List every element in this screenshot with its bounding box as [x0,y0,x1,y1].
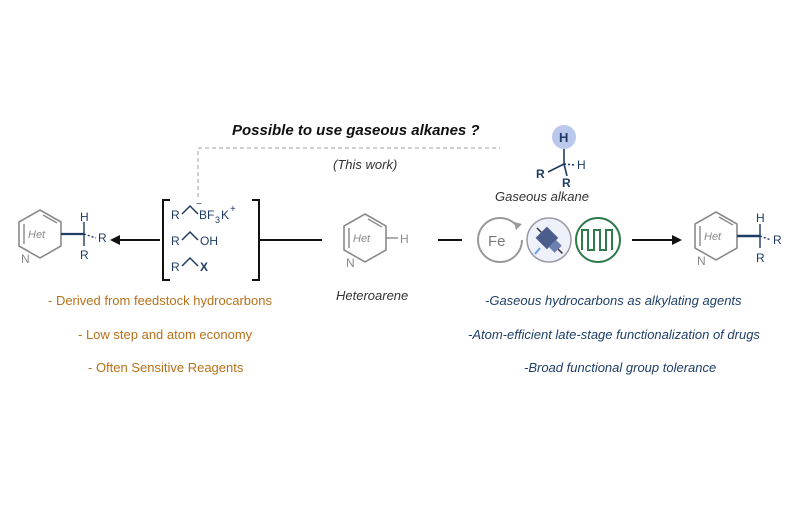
heteroarene-het-label: Het [353,233,371,245]
right-product-het-label: Het [704,231,722,243]
advantage-item: -Gaseous hydrocarbons as alkylating agen… [485,293,742,308]
drawback-item: - Derived from feedstock hydrocarbons [48,293,272,308]
alkane-h-atom: H [559,130,568,145]
heteroarene-label: Heteroarene [336,288,409,303]
heteroarene-h-atom: H [400,232,409,246]
reagent1-minus: − [196,199,202,210]
heat-wave-icon [575,217,621,263]
left-product-r2-atom: R [80,248,89,262]
left-product-het-label: Het [28,229,46,241]
left-product-h-atom: H [80,210,89,224]
alkane-r2-atom: R [562,176,571,190]
right-product-molecule [694,211,772,261]
dashed-connector [197,147,500,197]
reagent3-x: X [200,260,208,274]
scheme-title: Possible to use gaseous alkanes ? [232,122,480,139]
alkane-r1-atom: R [536,167,545,181]
electrode-icon [526,217,572,263]
reagent1-k: K [221,208,229,222]
reagent2-r: R [171,234,180,248]
gaseous-alkane-label: Gaseous alkane [495,189,589,204]
left-product-r1-atom: R [98,231,107,245]
reagent1-bf: BF [199,208,214,222]
reagent1-subscript: 3 [215,215,220,225]
left-product-molecule [18,209,97,259]
alkane-h-highlight [552,125,576,149]
advantage-item: -Atom-efficient late-stage functionaliza… [468,327,760,342]
alkane-structure [547,149,576,177]
heteroarene-molecule [343,213,398,263]
reagent1-r: R [171,208,180,222]
right-product-r1-atom: R [773,233,782,247]
drawback-item: - Often Sensitive Reagents [88,360,244,375]
right-product-h-atom: H [756,211,765,225]
fe-label: Fe [488,233,506,250]
right-product-n-atom: N [697,254,706,268]
reagent3-r: R [171,260,180,274]
alkane-h2-atom: H [577,158,586,172]
right-product-r2-atom: R [756,251,765,265]
advantage-item: -Broad functional group tolerance [524,360,717,375]
fe-cycle-icon [477,217,525,263]
heteroarene-n-atom: N [346,256,355,270]
reagent2-oh: OH [200,234,218,248]
drawback-item: - Low step and atom economy [78,327,253,342]
reagent1-plus: + [230,204,236,215]
this-work-label: (This work) [333,157,398,172]
reagent-structures [181,204,199,267]
left-product-n-atom: N [21,252,30,266]
